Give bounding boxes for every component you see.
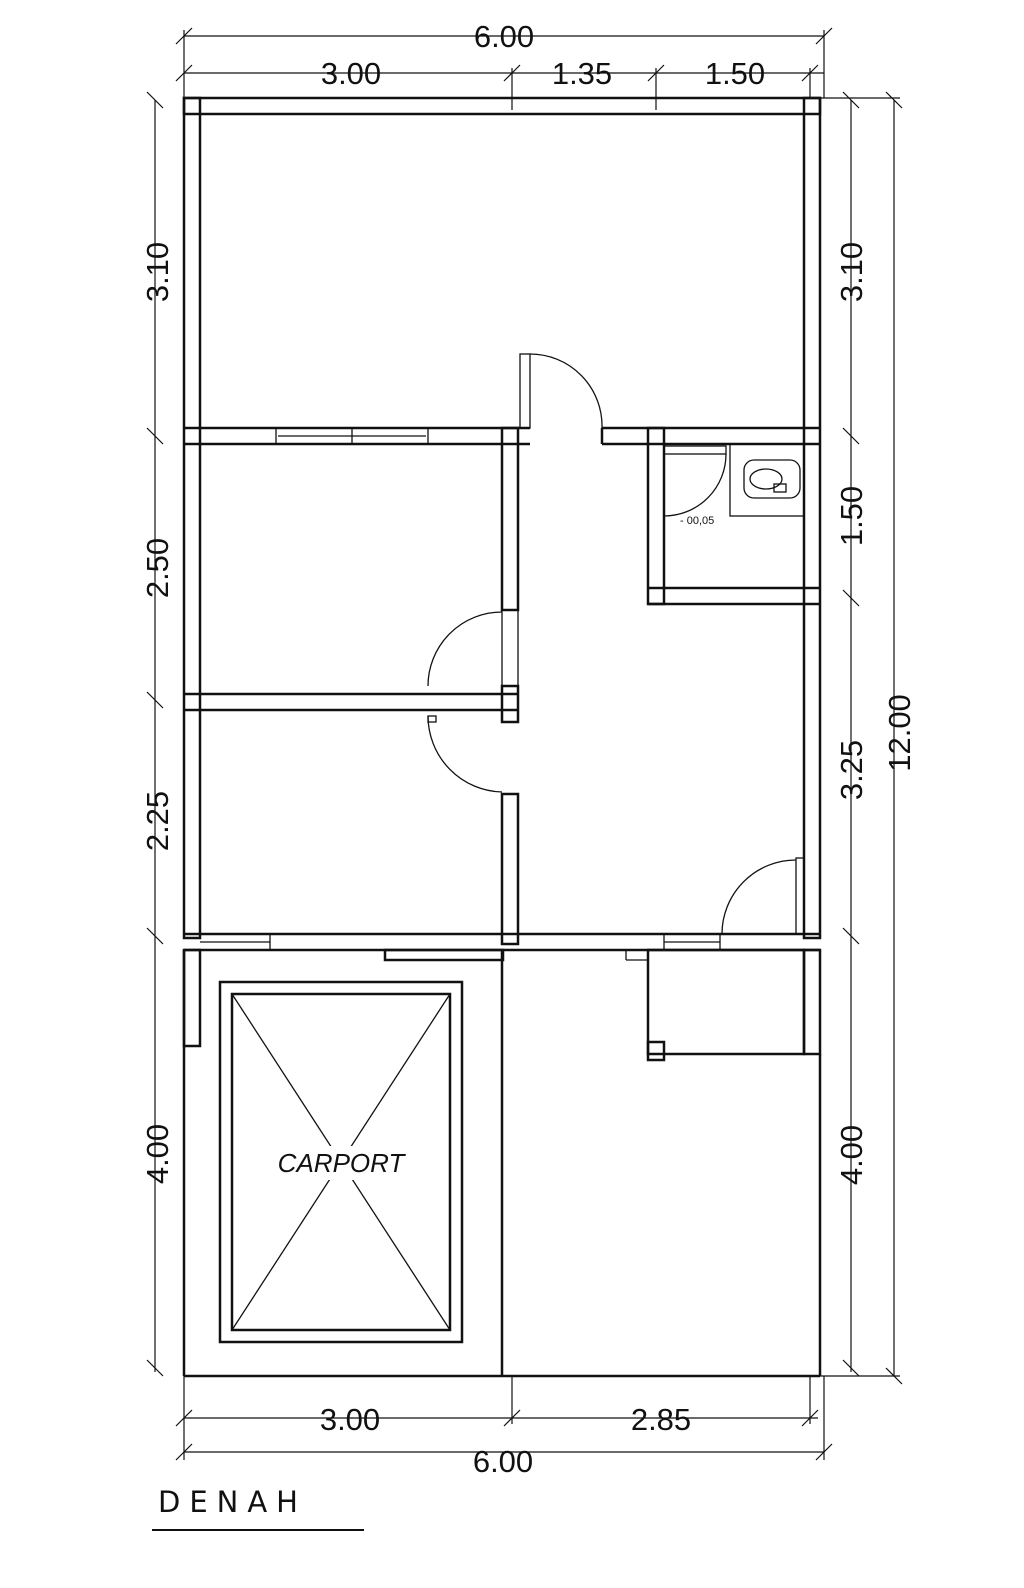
dim-bottom-b: 2.85 — [631, 1402, 691, 1437]
dimension-lines — [146, 27, 903, 1461]
door-swing-bedroom — [519, 353, 603, 429]
dim-right-4: 4.00 — [834, 1125, 869, 1185]
dim-top-c: 1.50 — [705, 56, 765, 91]
dim-left-4: 4.00 — [140, 1124, 175, 1184]
carport — [218, 980, 464, 1344]
level-mark: - 00,05 — [680, 515, 714, 527]
dim-right-3: 3.25 — [834, 740, 869, 800]
doors — [427, 353, 805, 935]
dim-right-2: 1.50 — [834, 486, 869, 546]
dim-top-b: 1.35 — [552, 56, 612, 91]
dim-left-2: 2.50 — [140, 538, 175, 598]
toilet-icon — [743, 459, 801, 499]
door-swing-kitchen — [721, 857, 805, 935]
dim-right-total: 12.00 — [882, 694, 917, 772]
walls — [182, 96, 822, 1378]
door-swing-room-2 — [427, 609, 519, 687]
drawing-title: DENAH — [158, 1485, 307, 1519]
dim-top-total: 6.00 — [474, 19, 534, 54]
door-swing-room-3 — [427, 715, 503, 793]
dim-bottom-total: 6.00 — [473, 1444, 533, 1479]
dimension-labels: 6.00 3.00 1.35 1.50 3.00 2.85 6.00 3.10 … — [140, 19, 917, 1479]
dim-bottom-a: 3.00 — [320, 1402, 380, 1437]
door-swing-bathroom — [663, 445, 727, 517]
dim-right-1: 3.10 — [834, 242, 869, 302]
dim-top-a: 3.00 — [321, 56, 381, 91]
room-label-carport: CARPORT — [278, 1148, 407, 1178]
dim-left-1: 3.10 — [140, 242, 175, 302]
dim-left-3: 2.25 — [140, 791, 175, 851]
